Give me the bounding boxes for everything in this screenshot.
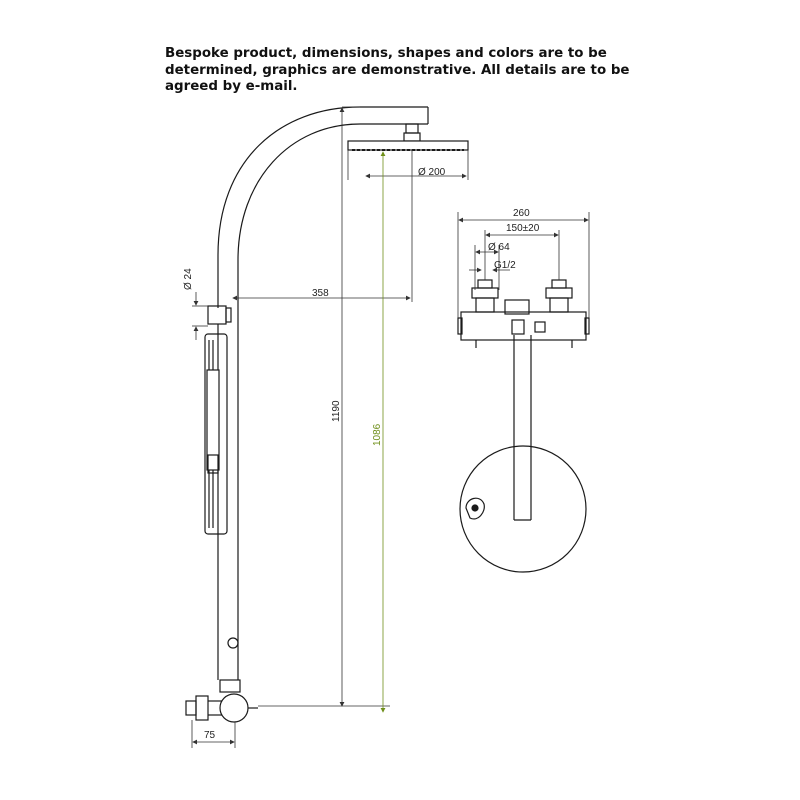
note-line-2: determined, graphics are demonstrative. … — [165, 62, 630, 78]
riser-ball — [227, 637, 239, 649]
head-ball-joint — [403, 132, 421, 142]
head-connector — [405, 123, 419, 134]
head-knob — [465, 497, 485, 520]
dim-head-diameter: Ø 200 — [418, 167, 446, 178]
dim-reach: 358 — [312, 288, 329, 299]
shower-head-front — [459, 445, 587, 573]
slider-clamp — [207, 305, 227, 325]
dim-wall-offset: 75 — [204, 730, 216, 741]
right-connector — [545, 287, 573, 299]
riser-arc-outer — [217, 106, 428, 308]
note-line-1: Bespoke product, dimensions, shapes and … — [165, 46, 607, 61]
side-view — [185, 106, 469, 723]
dim-head-height: 1086 — [372, 423, 383, 446]
dim-width: 260 — [513, 208, 530, 219]
front-view-dimensions — [457, 212, 590, 318]
mixer-bar — [460, 311, 587, 341]
shower-head — [347, 140, 469, 151]
left-connector — [471, 287, 499, 299]
front-view — [457, 279, 590, 573]
riser-arc-inner — [237, 123, 428, 308]
side-view-dimensions — [191, 106, 469, 748]
dim-total-height: 1190 — [331, 400, 342, 422]
dim-rosette-diameter: Ø 64 — [488, 242, 510, 253]
mixer-body — [219, 693, 249, 723]
dim-thread: G1/2 — [494, 260, 516, 271]
hand-shower — [204, 333, 228, 535]
disclaimer-note: Bespoke product, dimensions, shapes and … — [165, 46, 635, 96]
dim-centers: 150±20 — [506, 223, 540, 234]
dim-pipe-diameter: Ø 24 — [183, 268, 194, 290]
note-line-3: agreed by e-mail. — [165, 79, 298, 94]
